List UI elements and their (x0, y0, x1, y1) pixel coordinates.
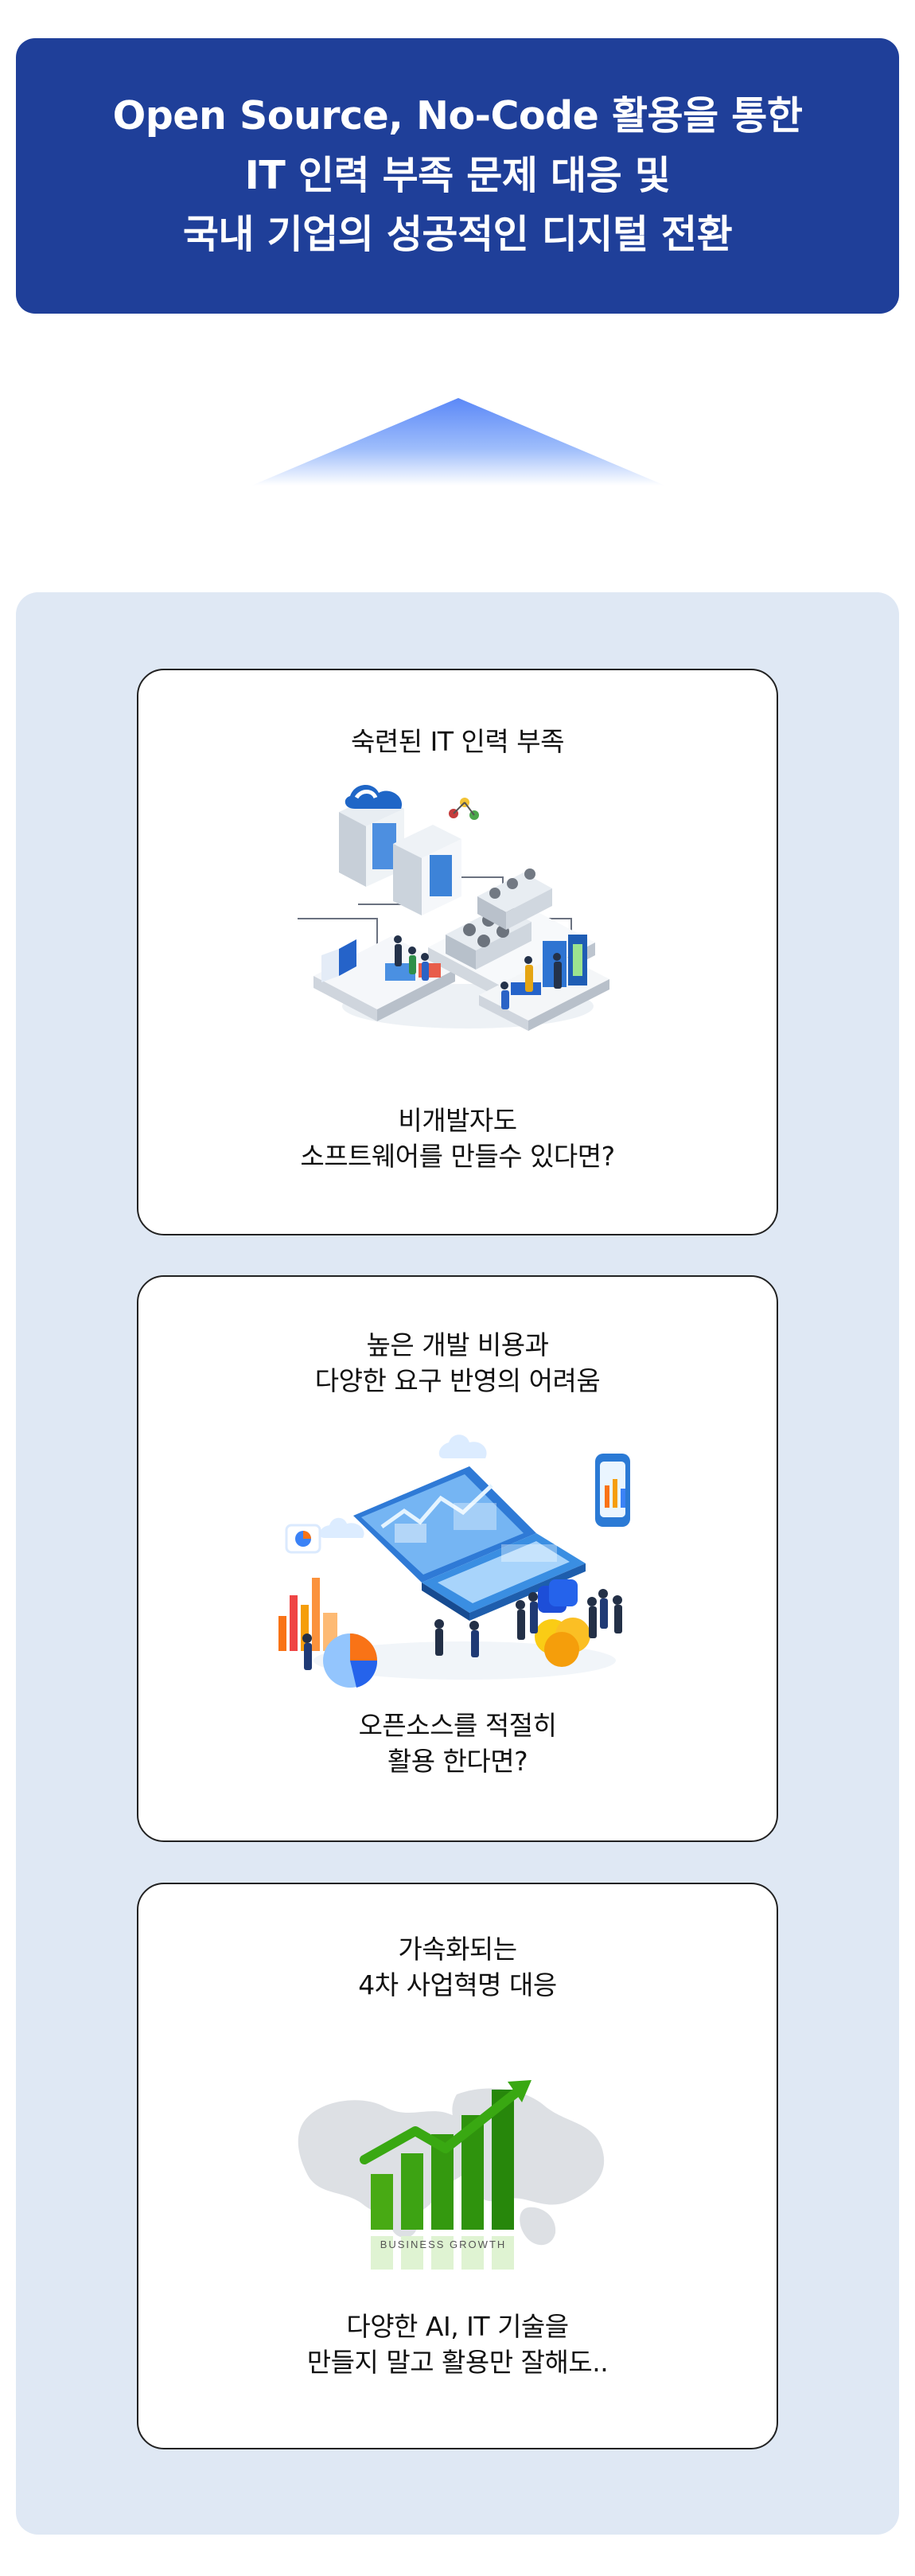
caption-line: 오픈소스를 적절히 (358, 1710, 557, 1741)
card-title-line: 4차 사업혁명 대응 (358, 1969, 557, 2000)
fourth-industrial-revolution-card: 가속화되는 4차 사업혁명 대응 (137, 1883, 778, 2449)
hero-title-line-1: Open Source, No-Code 활용을 통한 (112, 93, 803, 139)
card-title: 가속화되는 4차 사업혁명 대응 (138, 1932, 777, 2003)
caption-line: 만들지 말고 활용만 잘해도.. (306, 2346, 609, 2378)
card-title: 높은 개발 비용과 다양한 요구 반영의 어려움 (138, 1328, 777, 1399)
card-caption: 오픈소스를 적절히 활용 한다면? (138, 1708, 777, 1779)
card-caption: 다양한 AI, IT 기술을 만들지 말고 활용만 잘해도.. (138, 2309, 777, 2380)
card-title: 숙련된 IT 인력 부족 (138, 724, 777, 760)
hero-title-line-3: 국내 기업의 성공적인 디지털 전환 (182, 212, 733, 258)
card-title-line: 높은 개발 비용과 (366, 1329, 550, 1360)
development-cost-card: 높은 개발 비용과 다양한 요구 반영의 어려움 (137, 1275, 778, 1842)
it-talent-shortage-card: 숙련된 IT 인력 부족 (137, 669, 778, 1235)
caption-line: 다양한 AI, IT 기술을 (346, 2311, 569, 2342)
caption-line: 소프트웨어를 만들수 있다면? (300, 1140, 615, 1172)
laptop-data-analytics-illustration (258, 1428, 664, 1691)
business-growth-label: BUSINESS GROWTH (380, 2238, 507, 2250)
card-caption: 비개발자도 소프트웨어를 만들수 있다면? (138, 1103, 777, 1174)
caption-line: 비개발자도 (398, 1105, 517, 1136)
card-title-line: 다양한 요구 반영의 어려움 (314, 1364, 601, 1396)
hero-title-line-2: IT 인력 부족 문제 대응 및 (244, 152, 671, 198)
card-title-line: 숙련된 IT 인력 부족 (351, 726, 564, 757)
isometric-it-infrastructure-illustration (290, 784, 616, 1043)
business-growth-chart-illustration: BUSINESS GROWTH (290, 2066, 616, 2277)
challenges-panel: 숙련된 IT 인력 부족 (16, 592, 899, 2535)
hero-banner: Open Source, No-Code 활용을 통한 IT 인력 부족 문제 … (16, 38, 899, 314)
up-chevron-icon (251, 398, 665, 486)
caption-line: 활용 한다면? (387, 1745, 528, 1777)
card-title-line: 가속화되는 (398, 1934, 517, 1965)
